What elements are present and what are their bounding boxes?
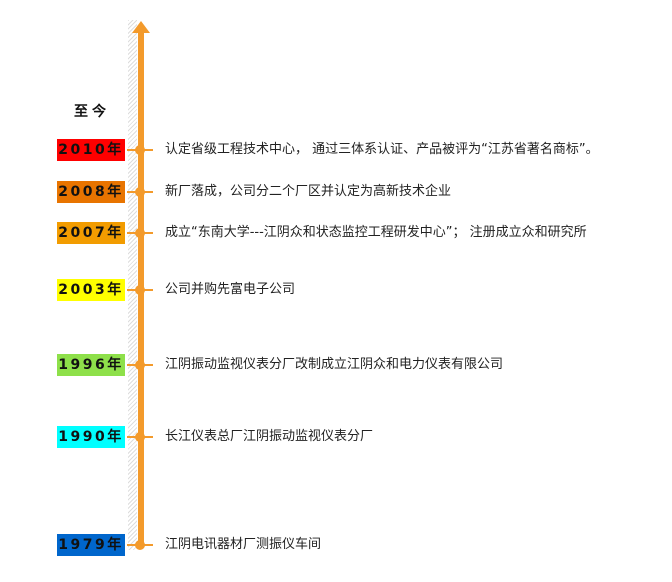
event-description: 成立“东南大学---江阴众和状态监控工程研发中心”； 注册成立众和研究所 [165,225,587,240]
axis-shadow [128,20,137,550]
event-description: 认定省级工程技术中心， 通过三体系认证、产品被评为“江苏省著名商标”。 [165,142,599,157]
event-description: 新厂落成，公司分二个厂区并认定为高新技术企业 [165,184,452,199]
timeline-event: 2010年 认定省级工程技术中心， 通过三体系认证、产品被评为“江苏省著名商标”… [0,139,672,161]
event-description: 长江仪表总厂江阴振动监视仪表分厂 [165,429,374,444]
year-badge: 2003年 [57,279,125,301]
year-badge: 2010年 [57,139,125,161]
year-badge: 1996年 [57,354,125,376]
year-badge: 1979年 [57,534,125,556]
event-description: 公司并购先富电子公司 [165,282,296,297]
timeline-event: 1979年 江阴电讯器材厂测振仪车间 [0,534,672,556]
event-description: 江阴振动监视仪表分厂改制成立江阴众和电力仪表有限公司 [165,357,504,372]
present-label: 至今 [74,104,110,120]
arrow-up-icon [132,21,150,33]
timeline-dot-icon [135,540,145,550]
timeline-dot-icon [135,187,145,197]
year-badge: 2008年 [57,181,125,203]
timeline-dot-icon [135,360,145,370]
year-badge: 2007年 [57,222,125,244]
timeline-dot-icon [135,432,145,442]
timeline-event: 1990年 长江仪表总厂江阴振动监视仪表分厂 [0,426,672,448]
timeline-dot-icon [135,145,145,155]
timeline-event: 1996年 江阴振动监视仪表分厂改制成立江阴众和电力仪表有限公司 [0,354,672,376]
timeline-event: 2007年 成立“东南大学---江阴众和状态监控工程研发中心”； 注册成立众和研… [0,222,672,244]
timeline-event: 2003年 公司并购先富电子公司 [0,279,672,301]
event-description: 江阴电讯器材厂测振仪车间 [165,537,322,552]
timeline-dot-icon [135,228,145,238]
year-badge: 1990年 [57,426,125,448]
timeline-dot-icon [135,285,145,295]
timeline-event: 2008年 新厂落成，公司分二个厂区并认定为高新技术企业 [0,181,672,203]
